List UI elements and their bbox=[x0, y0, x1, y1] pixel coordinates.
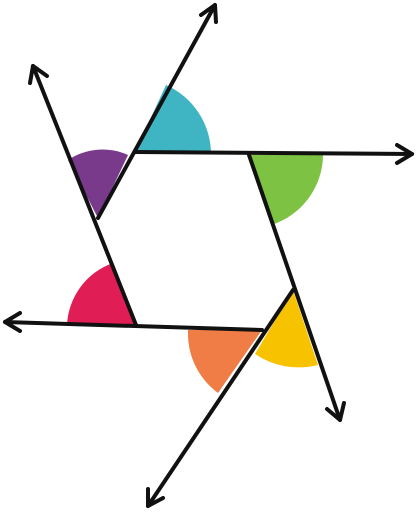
angle-sector-top bbox=[135, 85, 211, 152]
hexagon-side-lines bbox=[3, 3, 414, 508]
arrowhead-bottom bbox=[146, 487, 165, 508]
line-left-steep bbox=[31, 64, 138, 327]
line-right-steep bbox=[247, 153, 342, 422]
arrowhead-top bbox=[199, 3, 218, 24]
arrowhead-left bbox=[3, 311, 22, 333]
arrowhead-lower-right bbox=[325, 401, 346, 422]
line-upper-diagonal bbox=[96, 3, 217, 220]
line-top-horizontal bbox=[133, 150, 414, 156]
angle-sector-upper-left bbox=[68, 149, 128, 218]
line-lower-diagonal bbox=[146, 288, 295, 508]
angle-sector-lower-right bbox=[255, 290, 318, 368]
angle-sector-lower-middle bbox=[187, 330, 262, 393]
angle-sectors bbox=[67, 85, 323, 393]
arrowheads bbox=[3, 3, 414, 508]
line-bottom-horizontal bbox=[3, 320, 264, 332]
arrowhead-right bbox=[395, 143, 414, 165]
arrowhead-top-left bbox=[28, 64, 49, 85]
